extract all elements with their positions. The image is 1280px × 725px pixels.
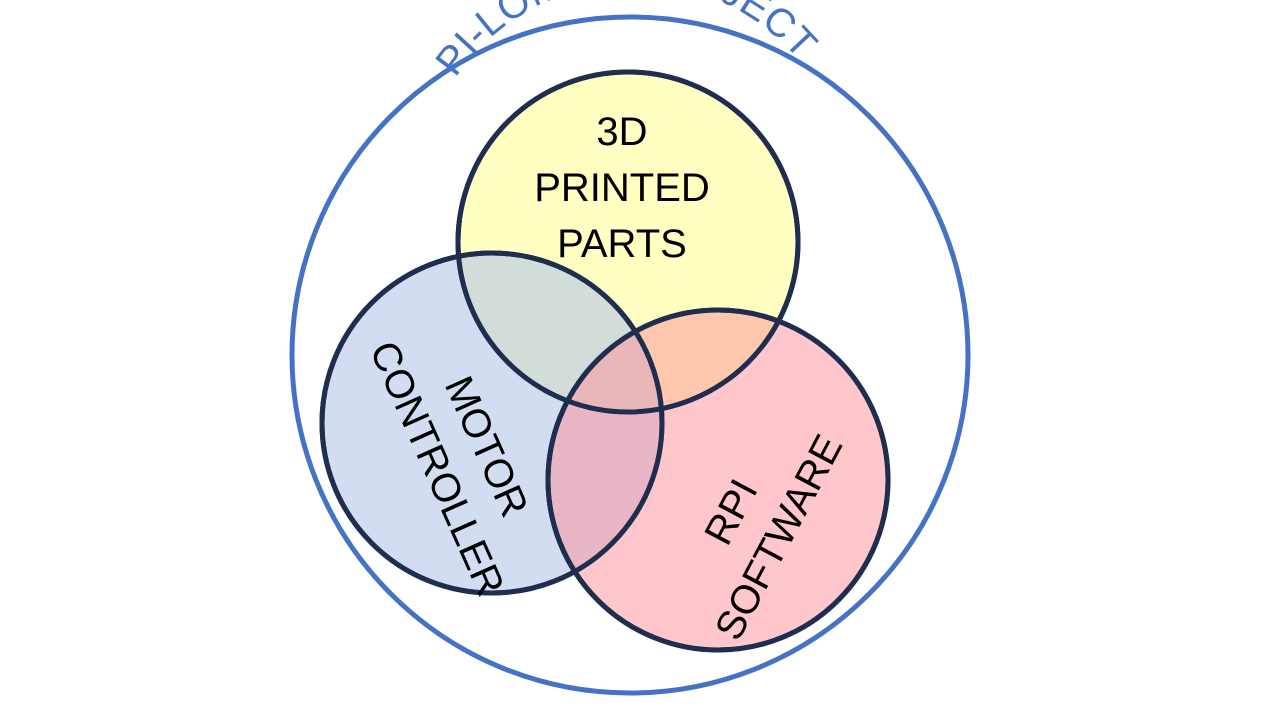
outline-motor-controller <box>319 250 665 596</box>
outline-rpi-software <box>545 307 891 653</box>
outline-printed-parts <box>455 69 801 415</box>
label-printed-parts: 3D PRINTED PARTS <box>534 110 710 266</box>
label-printed-parts-line-2: PRINTED <box>534 166 710 210</box>
label-printed-parts-line-3: PARTS <box>557 222 687 266</box>
label-printed-parts-line-1: 3D <box>596 110 647 154</box>
